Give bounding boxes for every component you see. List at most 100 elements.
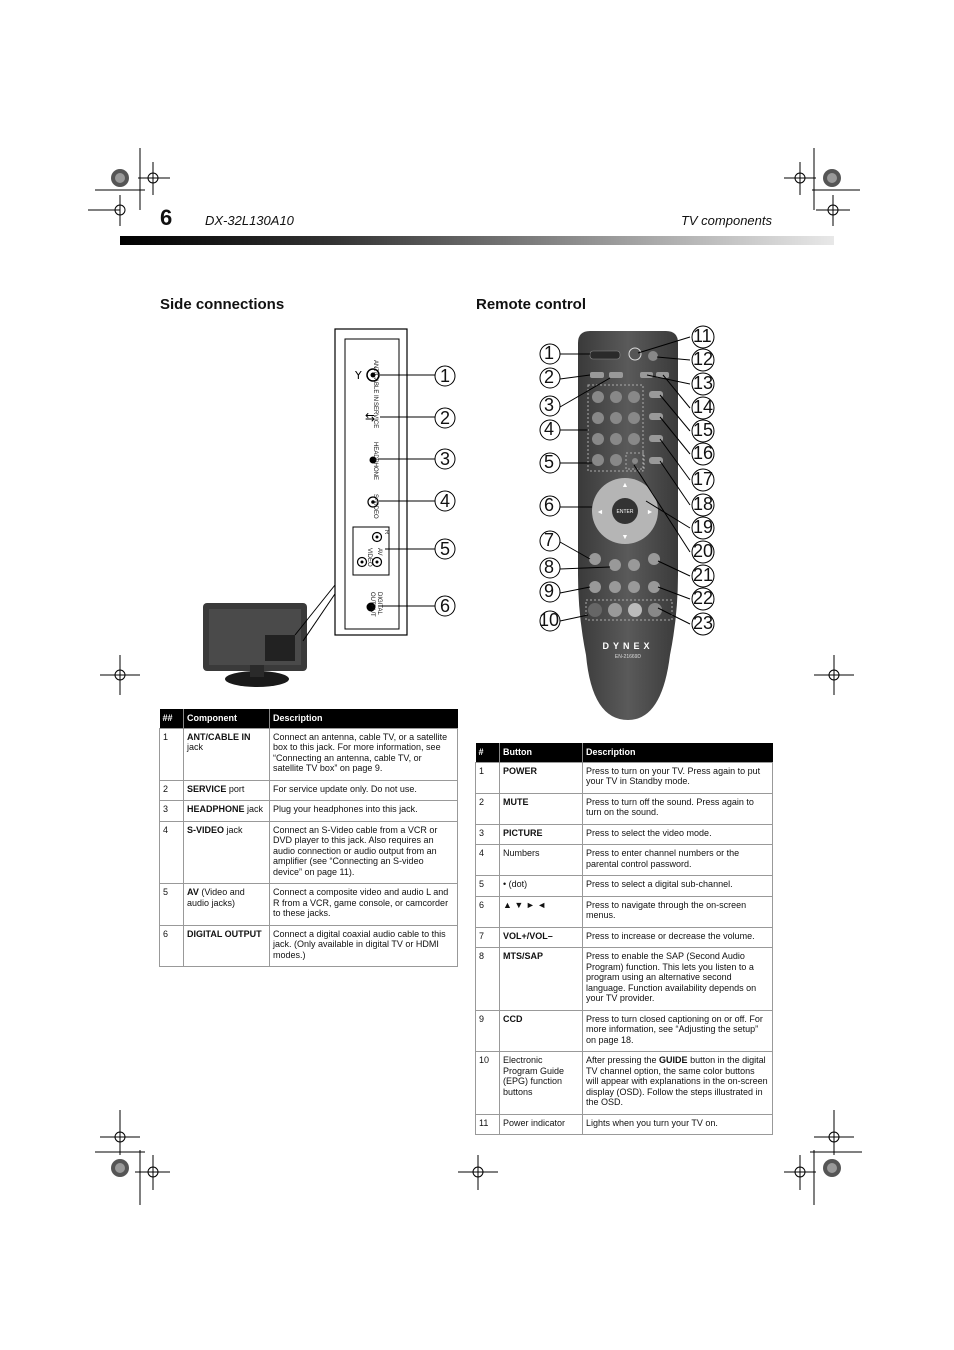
row-number: 3 <box>475 823 500 845</box>
column-header: Button <box>499 743 583 762</box>
description-cell: Press to select the video mode. <box>582 823 773 845</box>
component-name: ANT/CABLE IN <box>187 731 251 742</box>
description-text: Press to turn closed captioning on or of… <box>586 1013 763 1045</box>
row-number: 8 <box>475 947 500 1011</box>
button-name: • (dot) <box>499 875 583 897</box>
side-callout: 2 <box>440 408 451 428</box>
side-callout: 5 <box>440 539 451 559</box>
description-text: Press to enter channel numbers or the pa… <box>586 848 740 869</box>
description-cell: Press to enable the SAP (Second Audio Pr… <box>582 947 773 1011</box>
description-cell: For service update only. Do not use. <box>269 779 458 801</box>
remote-callout: 10 <box>539 610 560 630</box>
column-header: # <box>475 743 500 762</box>
remote-callout: 11 <box>693 326 712 346</box>
description-text: After pressing the <box>586 1055 660 1065</box>
row-number: 6 <box>159 924 184 967</box>
remote-control-title: Remote control <box>476 296 587 313</box>
remote-callout: 23 <box>693 613 714 633</box>
label-digital-output: DIGITAL OUTPUT <box>369 592 382 617</box>
button-name: MTS/SAP <box>499 947 583 1011</box>
side-callout: 4 <box>440 491 451 511</box>
remote-callout: 21 <box>693 565 714 585</box>
description-cell: Press to turn off the sound. Press again… <box>582 792 773 825</box>
remote-control-figure: ENTER ▲ ▼ ◄ ► DYNEX EN-21669D <box>539 325 715 720</box>
component-cell: HEADPHONE jack <box>183 800 270 822</box>
button-name: PICTURE <box>499 823 583 845</box>
component-suffix: jack <box>187 742 204 752</box>
component-name: SERVICE <box>187 783 227 794</box>
svg-text:Y: Y <box>354 369 362 382</box>
side-connections-figure: Y ⇆ <box>203 328 456 687</box>
side-callout: 1 <box>440 366 451 386</box>
remote-callout: 6 <box>544 495 555 515</box>
label-s-video: S-VIDEO <box>372 494 378 519</box>
model-number: DX-32L130A10 <box>205 213 294 228</box>
description-cell: Lights when you turn your TV on. <box>582 1113 773 1135</box>
remote-callout: 15 <box>693 420 714 440</box>
button-name: POWER <box>499 761 583 794</box>
button-name: VOL+/VOL– <box>499 926 583 948</box>
component-suffix: port <box>226 783 245 794</box>
description-cell: Press to turn closed captioning on or of… <box>582 1009 773 1052</box>
component-cell: AV (Video and audio jacks) <box>183 883 270 926</box>
description-cell: Plug your headphones into this jack. <box>269 800 458 822</box>
remote-model-code: EN-21669D <box>615 654 642 660</box>
svg-text:►: ► <box>647 509 654 516</box>
row-number: 4 <box>475 844 500 876</box>
column-header: Description <box>582 743 773 762</box>
remote-callout: 2 <box>544 367 555 387</box>
remote-callout: 3 <box>544 395 555 415</box>
row-number: 2 <box>159 779 184 801</box>
description-text: Press to turn off the sound. Press again… <box>586 796 754 818</box>
table-header-row: # Button Description <box>475 743 773 762</box>
remote-callout: 8 <box>544 557 555 577</box>
component-cell: ANT/CABLE IN jack <box>183 727 270 781</box>
component-suffix: jack <box>244 804 264 814</box>
header-bar <box>120 236 834 245</box>
component-cell: S-VIDEO jack <box>183 820 270 884</box>
remote-callout: 19 <box>693 517 714 537</box>
component-name: S-VIDEO <box>187 824 225 835</box>
svg-text:▲: ▲ <box>622 482 629 489</box>
component-suffix: (Video and audio jacks) <box>187 887 245 908</box>
remote-brand: DYNEX <box>602 641 653 651</box>
row-number: 10 <box>475 1051 500 1115</box>
label-av: AV <box>376 548 382 556</box>
label-headphone: HEADPHONE <box>372 442 378 481</box>
description-text: Press to turn on your TV. Press again to… <box>586 765 761 787</box>
label-r: R <box>383 530 389 535</box>
remote-callout: 1 <box>544 343 555 363</box>
label-video: VIDEO <box>366 548 372 567</box>
button-name: CCD <box>499 1009 583 1052</box>
description-text: Press to increase or decrease the volume… <box>586 930 755 941</box>
row-number: 3 <box>159 800 184 822</box>
component-suffix: jack <box>224 824 243 835</box>
column-header: Description <box>269 709 458 728</box>
description-cell: Press to enter channel numbers or the pa… <box>582 844 773 876</box>
row-number: 2 <box>475 792 500 825</box>
component-name: HEADPHONE <box>187 804 245 814</box>
button-name: Numbers <box>499 844 583 876</box>
row-number: 9 <box>475 1009 500 1052</box>
component-name: AV <box>187 887 199 897</box>
row-number: 7 <box>475 926 500 948</box>
row-number: 11 <box>475 1113 500 1135</box>
table-row: 5• (dot)Press to select a digital sub-ch… <box>475 875 773 897</box>
section-name: TV components <box>680 213 772 228</box>
component-cell: SERVICE port <box>183 779 270 801</box>
component-name: DIGITAL OUTPUT <box>187 928 262 939</box>
description-cell: Press to select a digital sub-channel. <box>582 875 773 897</box>
description-cell: Press to navigate through the on-screen … <box>582 895 773 928</box>
remote-callout: 20 <box>693 541 714 561</box>
side-callout: 6 <box>440 596 451 616</box>
button-name: MUTE <box>499 792 583 825</box>
